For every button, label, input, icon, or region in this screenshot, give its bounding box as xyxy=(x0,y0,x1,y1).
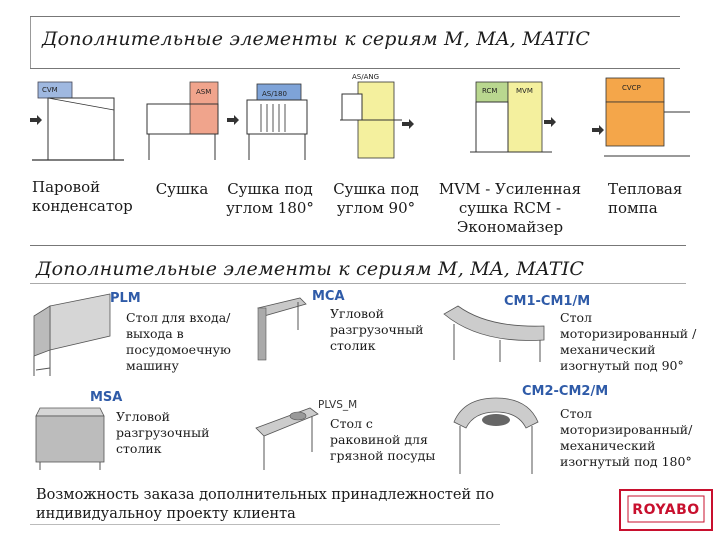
cvcp-illustration xyxy=(592,77,690,157)
caption-dryer-180: Сушка под углом 180° xyxy=(226,180,314,217)
cvcp-tag: CVCP xyxy=(622,84,641,92)
top-frame-top xyxy=(30,16,680,17)
logo-text: ROYABO xyxy=(632,502,700,518)
plm-model: PLM xyxy=(110,291,141,306)
cm1-caption: Стол моторизированный /механический изог… xyxy=(560,310,697,373)
asm-tag: ASM xyxy=(196,88,212,96)
mca-model: MCA xyxy=(312,289,345,304)
plvs-model: PLVS_M xyxy=(318,399,358,411)
cm1-illustration xyxy=(443,305,545,362)
cm1-model: CM1-CM1/M xyxy=(504,294,591,309)
msa-caption: Угловой разгрузочный столик xyxy=(116,409,210,456)
mvm-tag: MVM xyxy=(516,87,533,95)
plm-illustration xyxy=(33,293,111,376)
caption-heat-pump: Тепловая помпа xyxy=(608,180,683,217)
cvm-illustration xyxy=(30,81,124,161)
top-frame-bottom xyxy=(30,68,680,69)
mca-caption: Угловой разгрузочный столик xyxy=(330,306,424,353)
bottom-frame-mid xyxy=(30,283,686,284)
cm2-illustration xyxy=(453,397,539,474)
msa-model: MSA xyxy=(90,390,123,405)
caption-steam-condenser: Паровой конденсатор xyxy=(32,178,133,215)
plvs-caption: Стол с раковиной для грязной посуды xyxy=(330,416,436,463)
cm2-model: CM2-CM2/M xyxy=(522,384,609,399)
as180-illustration xyxy=(227,83,308,160)
rcm-tag: RCM xyxy=(482,87,498,95)
caption-dryer-90: Сушка под углом 90° xyxy=(333,180,419,217)
mca-illustration xyxy=(257,297,307,361)
rcm-mvm-illustration xyxy=(470,81,556,153)
caption-dryer: Сушка xyxy=(155,180,209,198)
bottom-frame-top xyxy=(30,245,686,246)
msa-illustration xyxy=(35,407,105,470)
footer-rule xyxy=(30,524,500,525)
asang-illustration xyxy=(340,81,414,159)
royabo-logo xyxy=(619,489,713,531)
plvs-illustration xyxy=(255,407,319,470)
footer-note: Возможность заказа дополнительных принад… xyxy=(36,487,495,522)
plm-caption: Стол для входа/выхода в посудомоечную ма… xyxy=(126,310,231,373)
bottom-section-title: Дополнительные элементы к сериям M, MA, … xyxy=(36,258,585,280)
top-section-title: Дополнительные элементы к сериям M, MA, … xyxy=(42,28,591,50)
cm2-caption: Стол моторизированный/ механический изог… xyxy=(560,406,693,469)
cvm-tag: CVM xyxy=(42,86,58,94)
top-frame-left xyxy=(30,16,31,68)
asm-illustration xyxy=(146,81,219,160)
asang-tag: AS/ANG xyxy=(352,73,380,81)
as180-tag: AS/180 xyxy=(262,90,287,98)
caption-mvm-rcm: MVM - Усиленная сушка RCM - Экономайзер xyxy=(438,180,582,236)
